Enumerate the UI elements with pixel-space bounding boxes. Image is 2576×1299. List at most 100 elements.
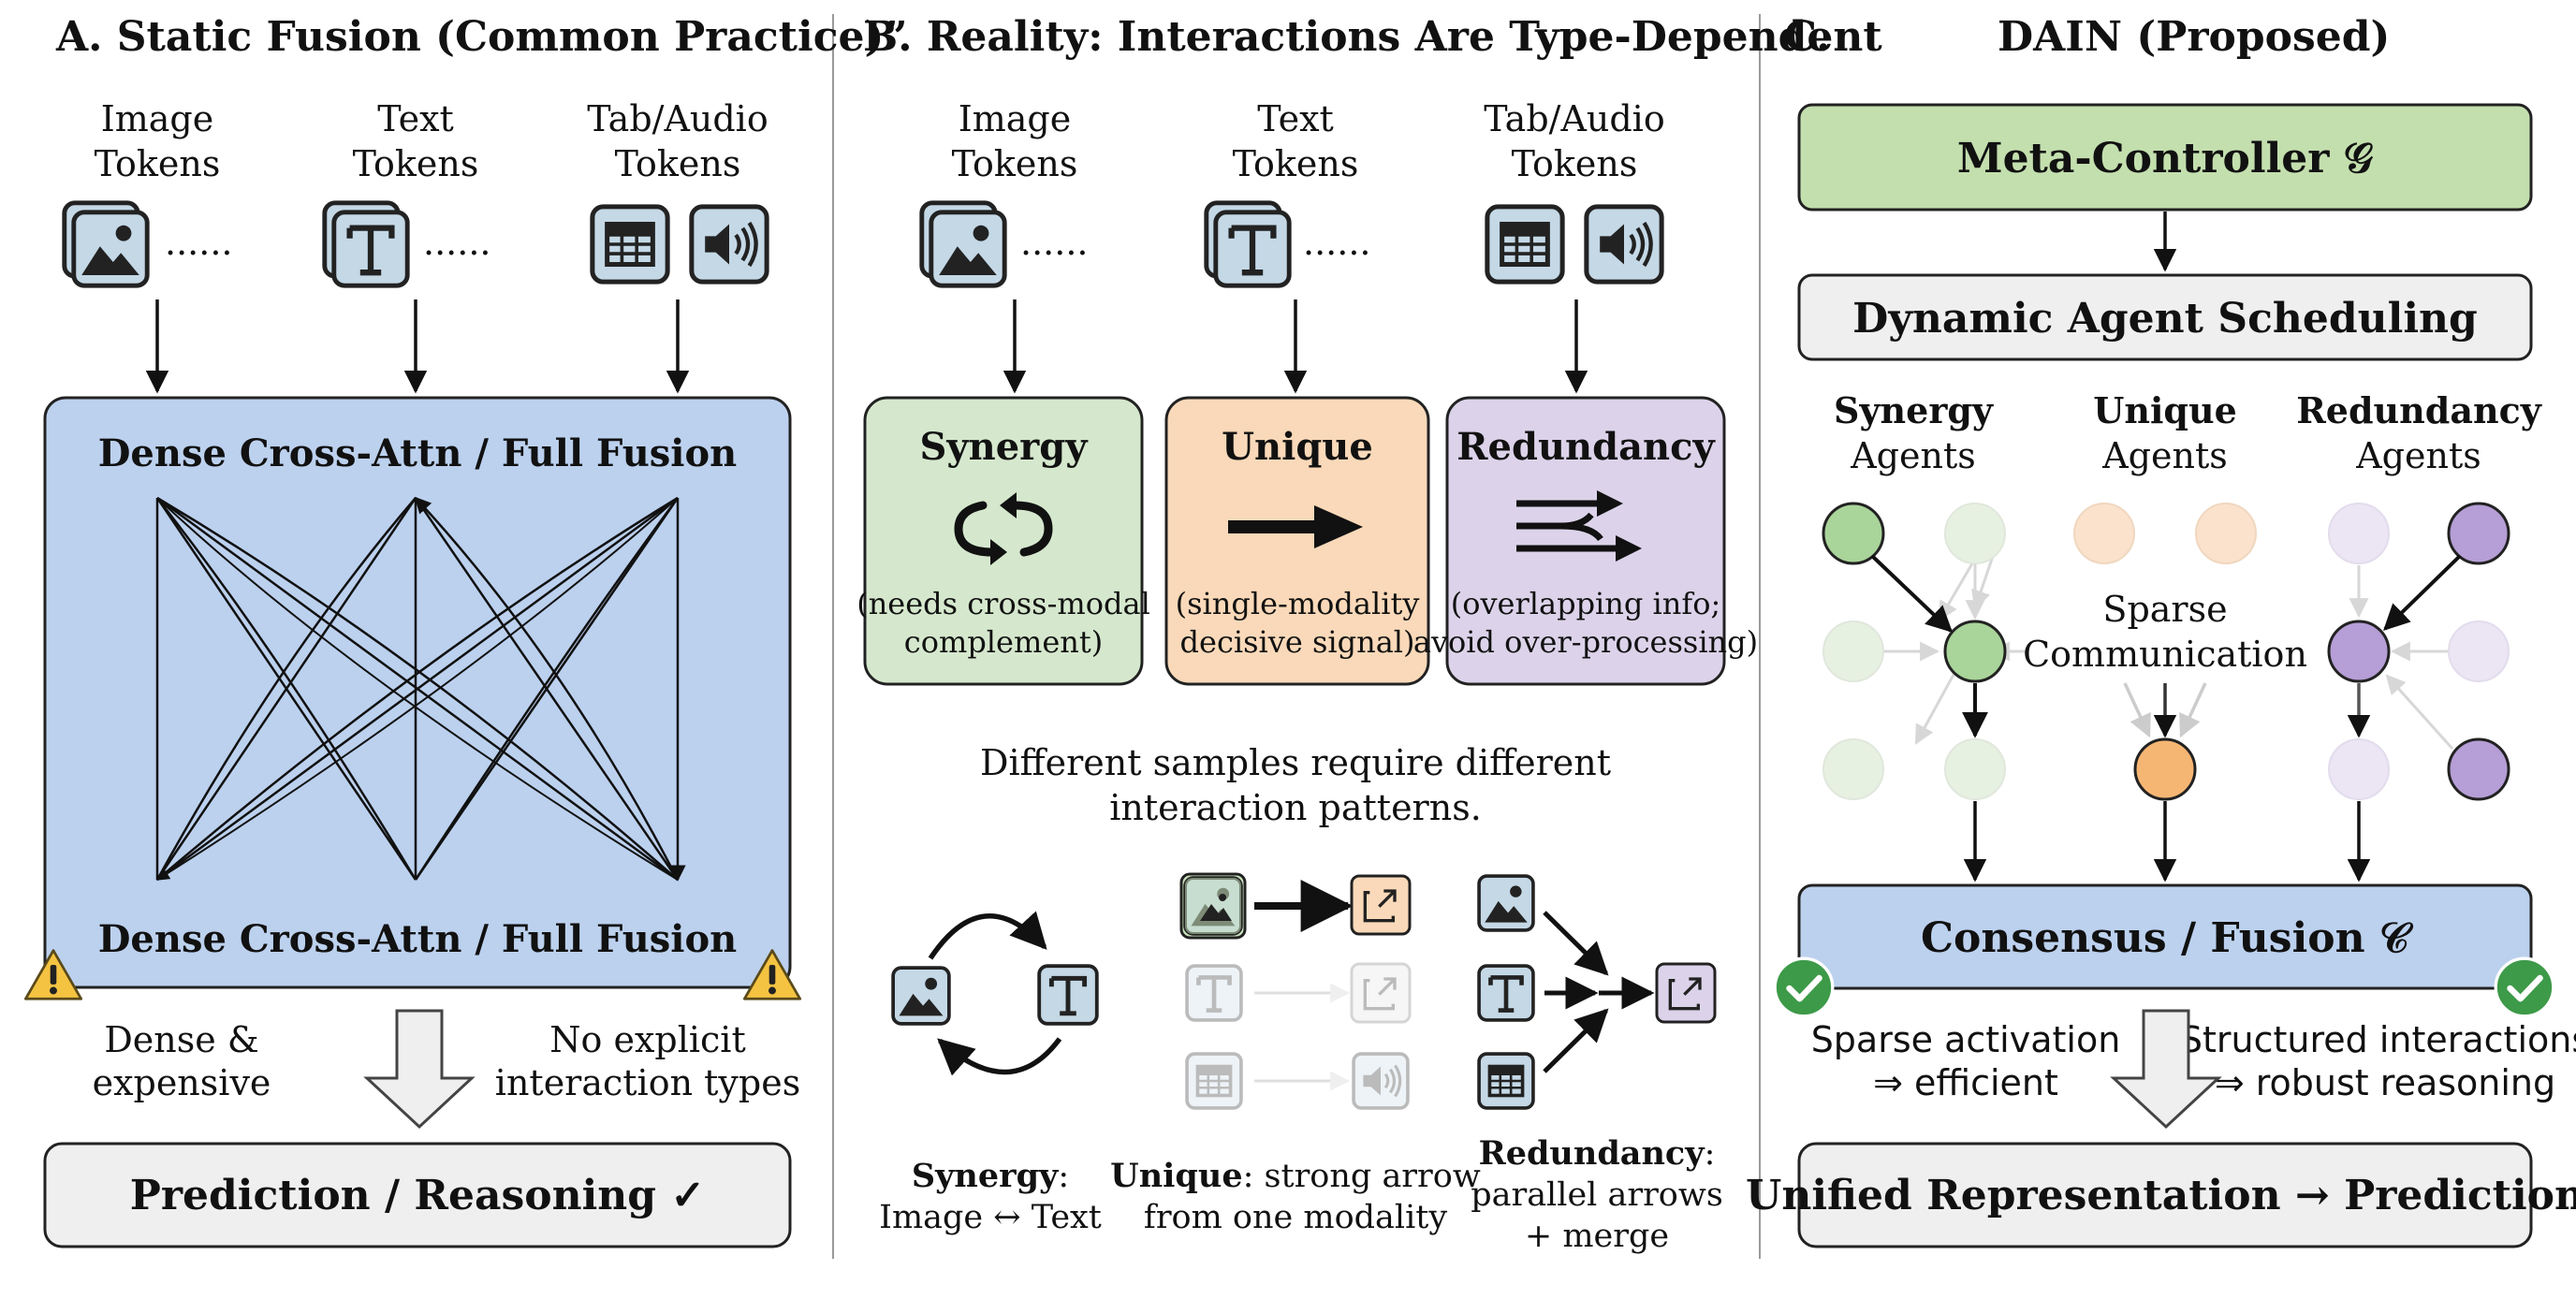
- token-label-text-2: Tokens: [353, 143, 479, 184]
- b-token-label-image: Image: [959, 98, 1072, 139]
- unique-desc: (single-modality: [1176, 586, 1420, 621]
- b-token-label-tab-2: Tokens: [1512, 143, 1638, 184]
- red-node-4: [2448, 620, 2510, 682]
- redundancy-title: Redundancy: [1456, 425, 1716, 469]
- panel-c-letter: C.: [1784, 13, 1831, 61]
- redundancy-desc: (overlapping info;: [1451, 586, 1721, 621]
- pattern-note: Different samples require different: [980, 742, 1611, 783]
- unique-agent-graph: Sparse Communication: [2023, 503, 2307, 801]
- prediction-box: [43, 1142, 792, 1248]
- strong-arrow-icon: [1228, 505, 1363, 548]
- meta-controller-label: Meta-Controller 𝒢: [1957, 135, 2374, 182]
- unique-agents-title: Unique: [2093, 389, 2237, 431]
- ex-synergy-caption-2: Image ↔ Text: [879, 1199, 1102, 1236]
- unique-title: Unique: [1222, 425, 1373, 469]
- b-audio-icon: [1587, 207, 1661, 282]
- unified-box: [1797, 1142, 2533, 1248]
- red-node-6: [2447, 737, 2510, 801]
- syn-node-4: [1943, 620, 2007, 683]
- synergy-desc: (needs cross-modal: [856, 586, 1150, 621]
- unified-label: Unified Representation → Prediction: [1746, 1172, 2576, 1219]
- panel-a: A. Static Fusion (Common Practice)” Imag…: [23, 13, 908, 1248]
- red-node-1: [2328, 503, 2390, 564]
- syn-node-5: [1822, 738, 1884, 800]
- uni-node-2: [2195, 503, 2257, 564]
- prediction-label: Prediction / Reasoning ✓: [130, 1172, 705, 1219]
- hollow-down-arrow: [363, 1009, 476, 1130]
- panel-c-title: DAIN (Proposed): [1998, 13, 2390, 61]
- warning-left-text-2: expensive: [93, 1062, 271, 1103]
- b-text-icon: [1216, 212, 1289, 285]
- unique-example: [1179, 872, 1412, 1110]
- check-left-icon: [1775, 958, 1833, 1016]
- redundancy-desc-2: avoid over-processing): [1413, 624, 1758, 660]
- redundancy-agents-sub: Agents: [2355, 435, 2481, 476]
- synergy-agents-title: Synergy: [1834, 389, 1994, 431]
- structured-note-2: ⇒ robust reasoning: [2215, 1062, 2555, 1103]
- b-ellipsis-text: ......: [1303, 222, 1370, 263]
- synergy-agent-graph: [1822, 502, 2026, 800]
- token-label-tab-2: Tokens: [615, 143, 741, 184]
- fusion-top-label: Dense Cross-Attn / Full Fusion: [98, 431, 738, 475]
- token-label-image: Image: [101, 98, 214, 139]
- redundancy-example: [1477, 874, 1717, 1110]
- structured-note: Structured interactions: [2180, 1019, 2576, 1060]
- b-image-icon: [931, 212, 1004, 285]
- warning-left-text: Dense &: [104, 1019, 258, 1060]
- warning-right-text: No explicit: [549, 1019, 745, 1060]
- cycle-arrows-icon: [954, 492, 1053, 565]
- ex-red-caption-3: + merge: [1525, 1218, 1669, 1255]
- warning-right-text-2: interaction types: [495, 1062, 800, 1103]
- panel-b-title: B. Reality: Interactions Are Type-Depend…: [863, 13, 1882, 61]
- check-right-icon: [2496, 958, 2554, 1016]
- ex-red-caption: Redundancy:: [1479, 1134, 1716, 1173]
- b-ellipsis-image: ......: [1020, 222, 1088, 263]
- table-icon: [593, 207, 667, 282]
- ex-synergy-image-icon: [891, 966, 951, 1026]
- ellipsis-image: ......: [165, 222, 232, 263]
- ex-synergy-text-icon: [1039, 966, 1097, 1024]
- dense-connections: [157, 498, 678, 880]
- synergy-box: [863, 396, 1144, 686]
- red-node-5: [2328, 738, 2390, 800]
- uni-node-out: [2133, 737, 2197, 801]
- fusion-bottom-label: Dense Cross-Attn / Full Fusion: [98, 917, 738, 961]
- panel-b: B. Reality: Interactions Are Type-Depend…: [856, 13, 1882, 1255]
- consensus-box: [1797, 883, 2533, 990]
- image-icon: [74, 212, 147, 285]
- text-icon: [334, 212, 407, 285]
- pattern-note-2: interaction patterns.: [1109, 787, 1482, 828]
- redundancy-agents-title: Redundancy: [2296, 389, 2542, 431]
- ex-red-text-icon: [1479, 966, 1533, 1020]
- panel-c: C. DAIN (Proposed) Meta-Controller 𝒢 Dyn…: [1746, 13, 2576, 1248]
- redundancy-agent-graph: [2327, 502, 2510, 801]
- unique-agents-sub: Agents: [2101, 435, 2228, 476]
- synergy-desc-2: complement): [904, 624, 1103, 660]
- sparse-activation-note-2: ⇒ efficient: [1873, 1062, 2058, 1103]
- c-hollow-down-arrow: [2110, 1009, 2222, 1130]
- audio-icon: [692, 207, 767, 282]
- synergy-example: [891, 911, 1097, 1076]
- syn-node-3: [1822, 620, 1884, 682]
- ex-synergy-arrow-bottom: [937, 1037, 1062, 1076]
- ex-synergy-caption: Synergy:: [912, 1157, 1069, 1195]
- ex-red-table-icon: [1477, 1052, 1535, 1110]
- sparse-comm-label: Sparse: [2102, 589, 2227, 630]
- unique-box: [1164, 396, 1430, 686]
- sparse-activation-note: Sparse activation: [1811, 1019, 2121, 1060]
- syn-node-2: [1944, 503, 2006, 564]
- ex-unique-faded-rows: [1187, 962, 1412, 1110]
- ex-red-caption-2: parallel arrows: [1471, 1176, 1723, 1214]
- ex-synergy-arrow-top: [928, 911, 1047, 960]
- ex-unique-caption-2: from one modality: [1144, 1199, 1448, 1236]
- scheduling-box: [1797, 273, 2533, 361]
- synergy-title: Synergy: [920, 425, 1090, 469]
- syn-node-6: [1944, 738, 2006, 800]
- red-node-2: [2447, 502, 2510, 565]
- parallel-arrows-icon: [1516, 490, 1642, 562]
- ex-unique-caption: Unique: strong arrow: [1110, 1157, 1481, 1195]
- syn-node-1: [1822, 502, 1885, 565]
- b-token-label-text: Text: [1257, 98, 1334, 139]
- synergy-agents-sub: Agents: [1850, 435, 1976, 476]
